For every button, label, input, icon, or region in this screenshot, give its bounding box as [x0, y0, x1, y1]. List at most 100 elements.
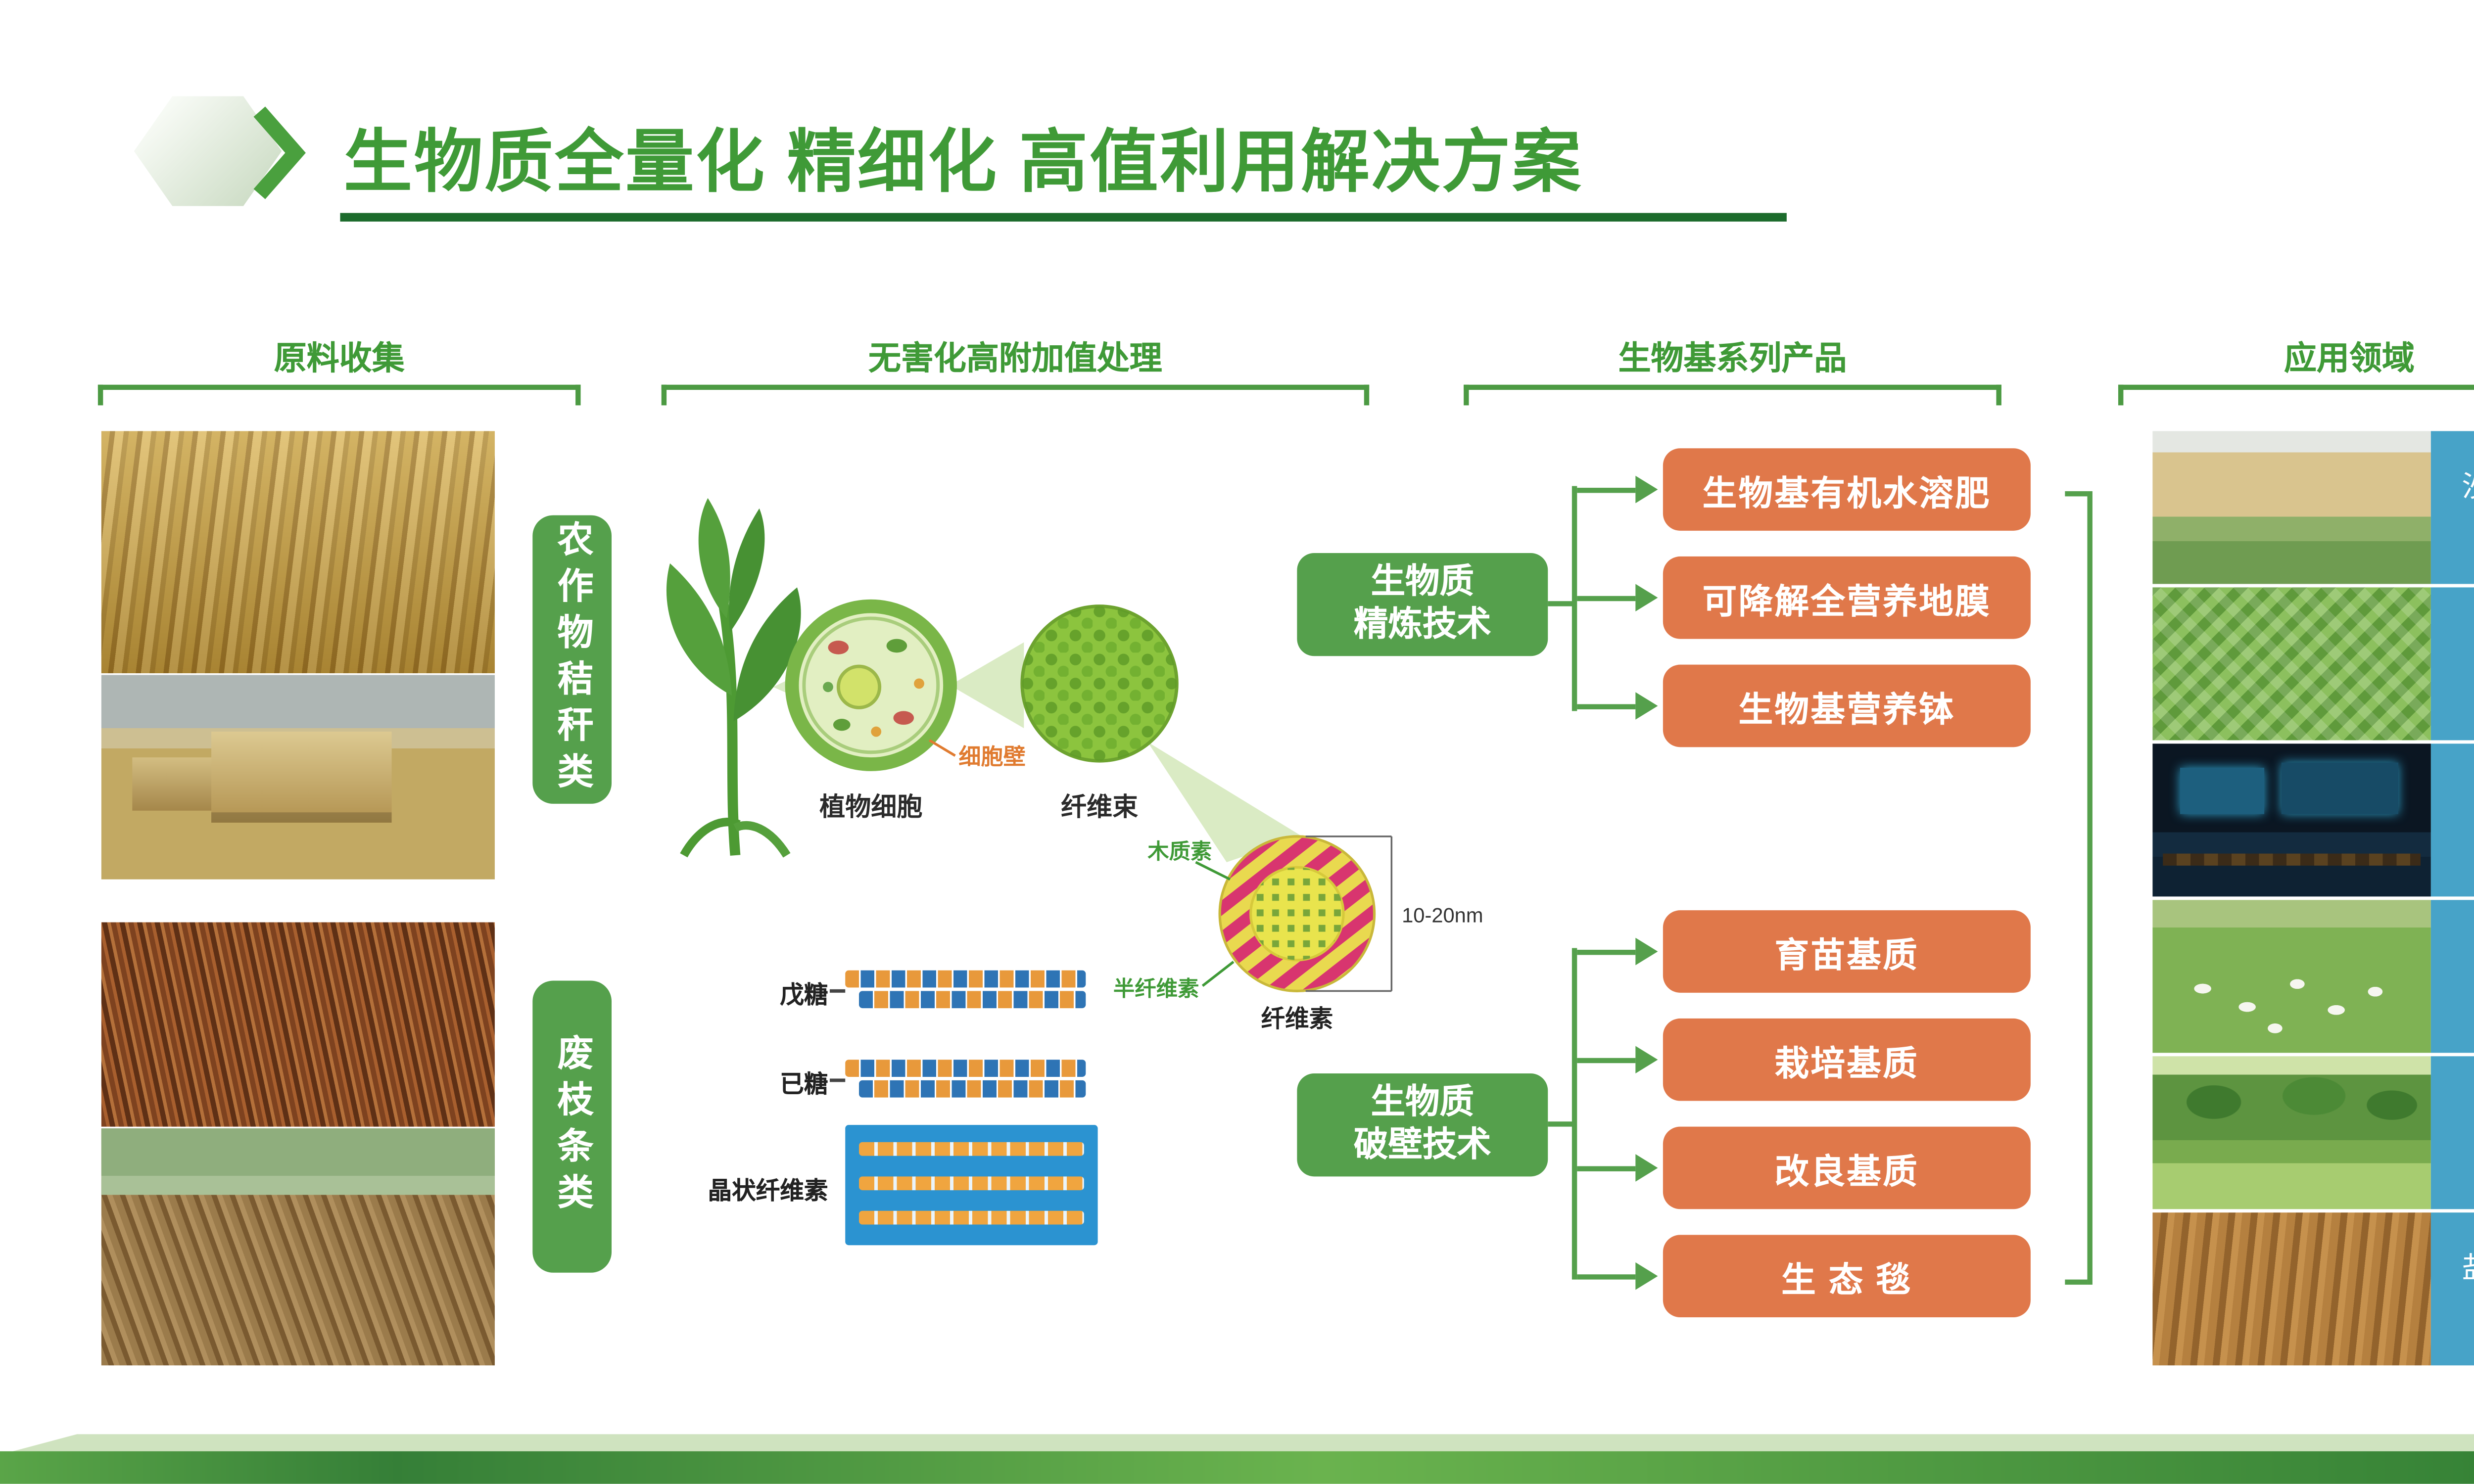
connector-line	[1577, 704, 1636, 709]
photo-sheep-pasture	[2152, 900, 2431, 1053]
application-row: 肥力 提升	[2152, 587, 2474, 741]
tech-box-refining-line2: 精炼技术	[1353, 606, 1491, 644]
application-label-landscaping: 园林 绿化	[2430, 1056, 2474, 1209]
photo-pruned-branches	[101, 1128, 495, 1366]
connector-line	[1571, 486, 1577, 711]
connector-line	[1548, 1121, 1575, 1127]
tech-box-wall-breaking-line2: 破壁技术	[1353, 1126, 1491, 1165]
photo-cabbage-field	[2152, 587, 2431, 741]
crystalline-cellulose-label: 晶状纤维素	[708, 1176, 828, 1204]
title-underline	[340, 213, 1787, 222]
photo-control-room	[2152, 743, 2431, 897]
connector-line	[1577, 596, 1636, 602]
arrow-right-icon	[1635, 937, 1658, 966]
bracket-raw-materials	[97, 384, 581, 406]
product-degradable-mulch-film: 可降解全营养地膜	[1663, 556, 2031, 639]
crystalline-cellulose-diagram	[845, 1125, 1098, 1246]
cellulose-chain	[859, 1210, 1084, 1225]
photo-park-trees	[2152, 1056, 2431, 1209]
bottom-ribbon	[0, 1451, 2474, 1484]
label-fiber-bundle: 纤维束	[1061, 793, 1138, 822]
product-seedling-substrate: 育苗基质	[1663, 910, 2031, 993]
label-hemicellulose: 半纤维素	[1113, 977, 1199, 1001]
tech-box-wall-breaking-line1: 生物质	[1371, 1083, 1474, 1122]
application-label-line: 盐碱地	[2462, 1248, 2474, 1289]
straw-bale-shape	[211, 732, 393, 822]
application-label-desert-control: 沙漠化 治理	[2430, 431, 2474, 584]
beam-cell-to-bundle	[950, 642, 1024, 729]
connector-line	[1577, 950, 1636, 955]
column-header-raw-materials: 原料收集	[274, 341, 405, 378]
screen-shape	[2180, 768, 2264, 814]
photo-red-branches	[101, 922, 495, 1127]
product-water-soluble-fertilizer: 生物基有机水溶肥	[1663, 448, 2031, 531]
connector-line	[2065, 1279, 2088, 1285]
fiber-bundle-diagram	[1020, 604, 1179, 763]
connector-line	[1571, 948, 1577, 1280]
application-label-fertility: 肥力 提升	[2430, 587, 2474, 741]
cellulose-chain	[859, 1176, 1084, 1191]
plant-illustration	[666, 498, 801, 858]
arrow-right-icon	[1635, 475, 1658, 504]
product-improvement-substrate: 改良基质	[1663, 1126, 2031, 1209]
bracket-applications	[2118, 384, 2474, 406]
photo-desert-control	[2152, 431, 2431, 584]
process-diagram: 细胞壁 植物细胞 纤维束 木质素 半纤维素 纤维素 10-20nm	[666, 498, 1483, 1032]
label-lignin: 木质素	[1147, 840, 1212, 864]
label-scale-10-20nm: 10-20nm	[1402, 903, 1483, 927]
label-cell-wall: 细胞壁	[958, 744, 1025, 769]
connector-line	[1577, 1166, 1636, 1171]
hexose-pointer-line	[829, 1078, 846, 1082]
application-label-agri-data: 农业 数据	[2430, 743, 2474, 897]
hexose-chain	[859, 1080, 1086, 1098]
application-row: 盐碱地 改良	[2152, 1212, 2474, 1366]
label-cellulose: 纤维素	[1261, 1006, 1333, 1032]
column-header-products: 生物基系列产品	[1618, 341, 1847, 378]
connector-line	[1577, 1274, 1636, 1280]
pentose-chain	[845, 970, 1086, 988]
connector-line	[2087, 491, 2093, 1285]
category-crop-straw: 农作物秸秆类	[532, 515, 612, 804]
connector-line	[1548, 601, 1575, 606]
application-row: 沙漠化 治理	[2152, 431, 2474, 584]
product-nutrient-pot: 生物基营养钵	[1663, 664, 2031, 747]
application-row: 畜牧 养殖	[2152, 900, 2474, 1053]
application-row: 园林 绿化	[2152, 1056, 2474, 1209]
product-eco-blanket: 生 态 毯	[1663, 1235, 2031, 1318]
cellulose-fiber-diagram	[1195, 835, 1393, 992]
application-label-saline-soil: 盐碱地 改良	[2430, 1212, 2474, 1366]
column-header-processing: 无害化高附加值处理	[868, 341, 1162, 378]
arrow-right-icon	[1635, 1154, 1658, 1182]
pentose-chain	[859, 991, 1086, 1009]
photo-corn-stalks	[101, 431, 495, 674]
desk-shape	[2163, 853, 2420, 866]
photo-plowed-soil	[2152, 1212, 2431, 1366]
cellulose-chain	[859, 1142, 1084, 1156]
tech-box-refining-line1: 生物质	[1371, 563, 1474, 602]
straw-bale-shape	[133, 756, 220, 810]
connector-line	[1577, 488, 1636, 493]
arrow-right-icon	[1635, 692, 1658, 720]
tech-box-refining: 生物质 精炼技术	[1297, 553, 1548, 656]
beam-bundle-to-cellulose	[1147, 742, 1302, 862]
application-row: 农业 数据	[2152, 743, 2474, 897]
bracket-processing	[661, 384, 1370, 406]
application-label-livestock: 畜牧 养殖	[2430, 900, 2474, 1053]
arrow-right-icon	[1635, 1046, 1658, 1073]
screen-shape	[2281, 762, 2398, 814]
bracket-products	[1464, 384, 2001, 406]
column-header-applications: 应用领域	[2284, 341, 2415, 378]
arrow-right-icon	[1635, 1262, 1658, 1290]
hexose-chain	[845, 1060, 1086, 1077]
product-cultivation-substrate: 栽培基质	[1663, 1018, 2031, 1101]
plant-cell-diagram	[785, 599, 957, 771]
category-waste-branches: 废枝条类	[532, 980, 612, 1273]
hexose-label: 已糖	[780, 1070, 828, 1098]
connector-line	[1577, 1058, 1636, 1064]
pentose-pointer-line	[829, 989, 846, 993]
connector-line	[2065, 491, 2088, 497]
tech-box-wall-breaking: 生物质 破壁技术	[1297, 1073, 1548, 1177]
page-title: 生物质全量化 精细化 高值利用解决方案	[343, 125, 1583, 201]
photo-straw-bales	[101, 675, 495, 880]
